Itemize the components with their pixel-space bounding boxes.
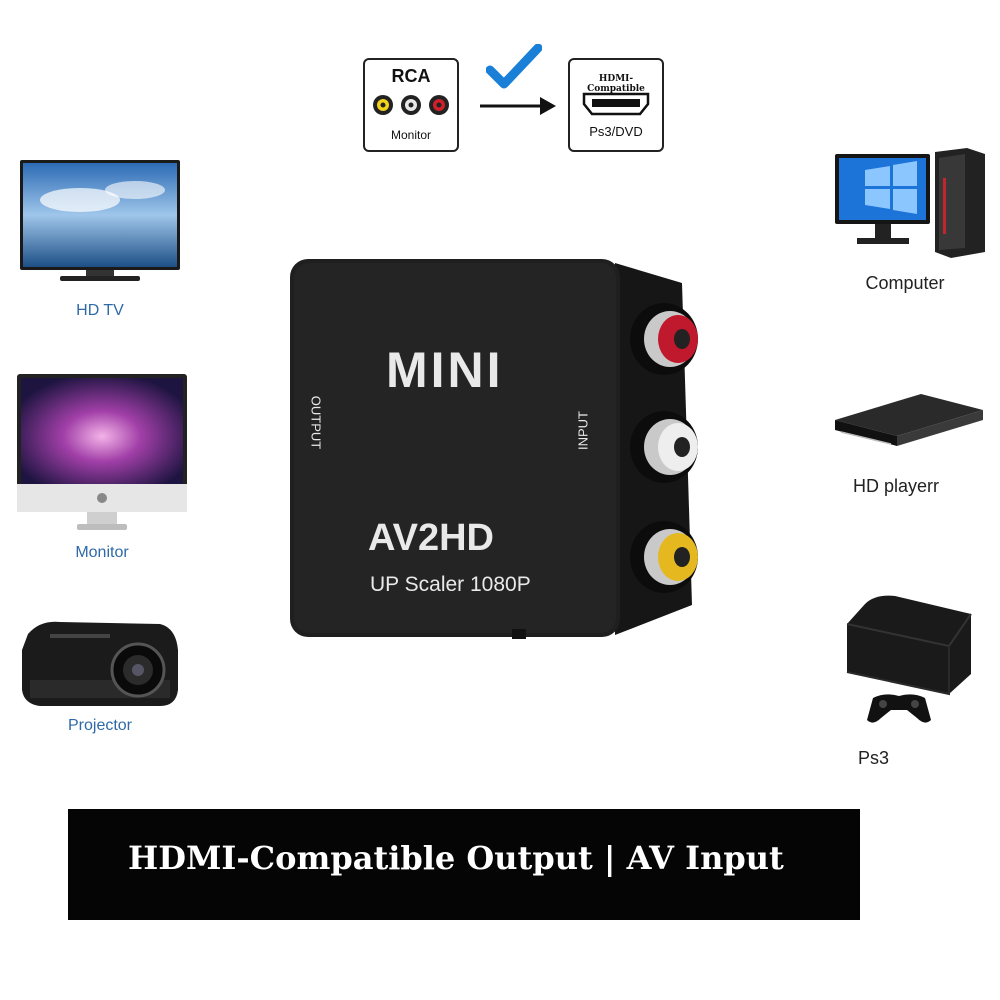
output-label: OUTPUT [308, 395, 324, 450]
hd-player-icon [835, 394, 983, 446]
rca-caption: Monitor [390, 128, 431, 142]
av2hd-converter: MINI AV2HD UP Scaler 1080P OUTPUT INPUT [290, 255, 702, 640]
hd-tv-icon [20, 160, 180, 281]
rca-title: RCA [391, 66, 431, 86]
banner-text: HDMI-Compatible Output | AV Input [128, 839, 784, 877]
projector-icon [22, 621, 178, 706]
rca-source-box: RCA Monitor [363, 58, 459, 152]
ps3-icon [846, 595, 972, 723]
monitor-icon [17, 374, 187, 530]
device-label-projector: Projector [67, 717, 133, 734]
hdmi-target-box: HDMI-Compatible Ps3/DVD [568, 58, 664, 152]
rca-jack-yellow [630, 521, 698, 593]
device-label-ps3: Ps3 [858, 748, 890, 768]
device-label-hd-player: HD playerr [852, 476, 940, 496]
hdmi-caption: Ps3/DVD [589, 124, 643, 139]
rca-jack-red [630, 303, 698, 375]
converter-brand: MINI [386, 342, 504, 398]
hdmi-port-icon [582, 92, 650, 116]
checkmark-icon [486, 44, 542, 89]
computer-icon [835, 148, 985, 258]
rca-jacks [630, 303, 698, 593]
rca-jack-white [630, 411, 698, 483]
right-arrow-icon [480, 97, 556, 115]
device-label-hd-tv: HD TV [76, 302, 124, 319]
rca-connectors-icon [373, 95, 449, 115]
device-label-monitor: Monitor [75, 544, 129, 561]
device-label-computer: Computer [865, 273, 945, 293]
hdmi-title: HDMI-Compatible [587, 74, 645, 94]
feature-banner: HDMI-Compatible Output | AV Input [68, 809, 860, 920]
converter-model: AV2HD [368, 517, 494, 559]
input-label: INPUT [575, 411, 591, 450]
converter-subtitle: UP Scaler 1080P [370, 573, 531, 596]
